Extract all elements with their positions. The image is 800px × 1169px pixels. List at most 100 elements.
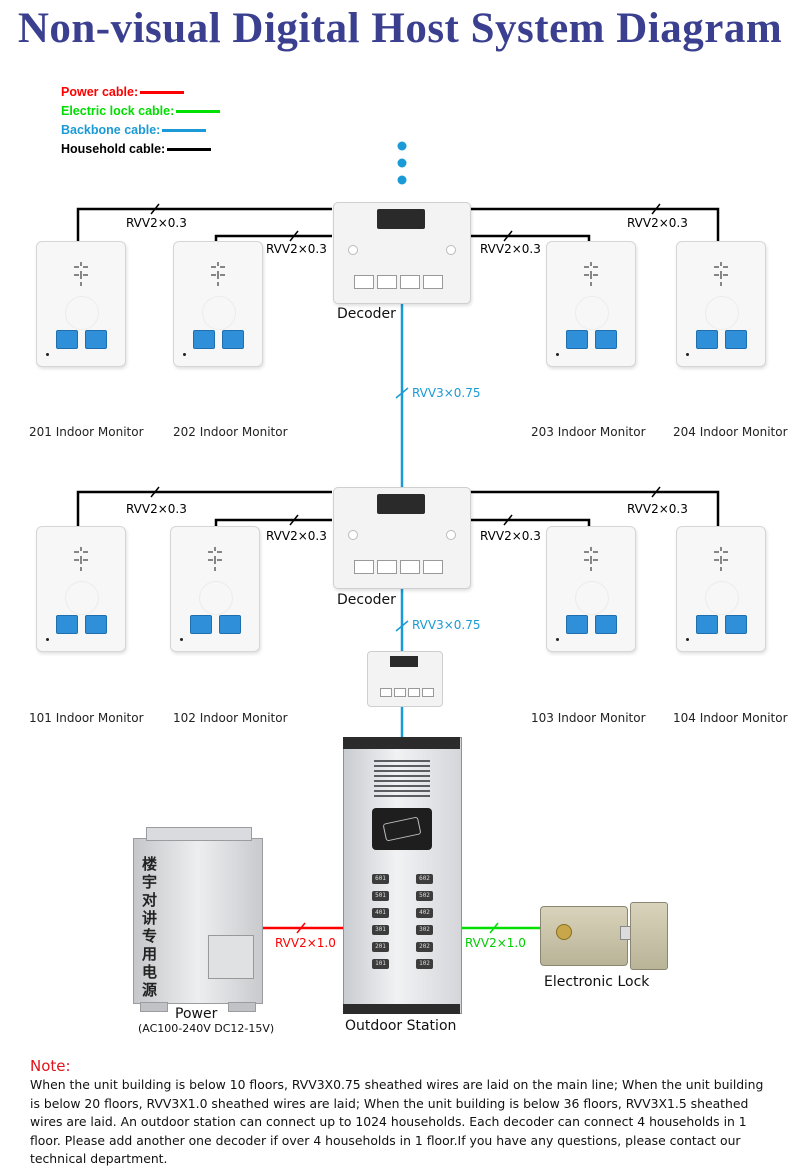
electronic-lock [540,900,668,970]
continuation-dot [397,175,407,185]
power-cable-label: RVV2×1.0 [275,936,336,950]
keypad-key: 101 [372,959,389,969]
legend-lock-label: Electric lock cable: [61,104,175,118]
keypad-key: 602 [416,874,433,884]
note-body: When the unit building is below 10 floor… [30,1077,764,1167]
legend-power: Power cable: [61,85,185,99]
call-button [56,330,78,349]
key-cylinder-icon [556,924,572,940]
keypad-key: 601 [372,874,389,884]
indoor-monitor-203 [546,241,636,367]
unlock-button [595,330,617,349]
household-cable [470,207,720,243]
cable-tick [289,230,299,242]
indicator-led [46,638,49,641]
card-icon [382,816,422,842]
unlock-button [725,615,747,634]
speaker-icon [74,262,88,286]
speaker-icon [74,547,88,571]
speaker-icon [584,262,598,286]
call-button [696,615,718,634]
speaker-grille [374,760,430,800]
keypad-key: 301 [372,925,389,935]
indoor-monitor-102 [170,526,260,652]
cable-tick [503,514,513,526]
unlock-button [595,615,617,634]
diagram-title: Non-visual Digital Host System Diagram [17,5,783,52]
speaker-icon [714,547,728,571]
lock-label: Electronic Lock [544,974,650,990]
continuation-dot [397,158,407,168]
household-cable [470,518,591,527]
cable-tick [296,922,306,934]
keypad-key: 401 [372,908,389,918]
keypad-key: 502 [416,891,433,901]
keypad-key: 302 [416,925,433,935]
power-label: Power [175,1006,218,1022]
indoor-monitor-104 [676,526,766,652]
legend-household: Household cable: [61,142,212,156]
call-button [696,330,718,349]
legend-power-label: Power cable: [61,85,139,99]
indicator-led [686,638,689,641]
call-button [193,330,215,349]
decoder-lower [333,487,471,589]
decoder-label: Decoder [337,592,396,608]
indicator-led [556,638,559,641]
decoder-label: Decoder [337,306,396,322]
cable-tick [289,514,299,526]
indicator-led [556,353,559,356]
cable-tick [395,387,409,399]
terminal-block [354,275,450,291]
cable-label: RVV2×0.3 [266,529,327,543]
power-brand-text: 楼宇对讲专用电源 [142,855,158,999]
monitor-label: 204 Indoor Monitor [673,425,788,439]
legend-power-swatch [140,91,185,95]
cable-label: RVV2×0.3 [126,216,187,230]
household-cable [470,234,591,243]
lock-cable-label: RVV2×1.0 [465,936,526,950]
connector [377,209,425,229]
cable-tick [651,203,661,215]
monitor-label: 104 Indoor Monitor [673,711,788,725]
monitor-label: 202 Indoor Monitor [173,425,288,439]
unlock-button [85,330,107,349]
keypad-key: 102 [416,959,433,969]
backbone-label: RVV3×0.75 [412,386,481,400]
indoor-monitor-101 [36,526,126,652]
cable-label: RVV2×0.3 [627,216,688,230]
terminal-block [354,560,450,576]
small-decoder [367,651,443,707]
connector [377,494,425,514]
cable-tick [150,203,160,215]
continuation-dot [397,141,407,151]
household-cable [76,490,332,527]
cable-label: RVV2×0.3 [126,502,187,516]
indicator-led [686,353,689,356]
call-button [56,615,78,634]
cable-tick [489,922,499,934]
monitor-label: 101 Indoor Monitor [29,711,144,725]
unlock-button [219,615,241,634]
indicator-led [183,353,186,356]
unlock-button [725,330,747,349]
cable-tick [395,620,409,632]
call-button [190,615,212,634]
power-supply: 楼宇对讲专用电源 [133,827,263,1012]
backbone-label: RVV3×0.75 [412,618,481,632]
keypad-key: 202 [416,942,433,952]
legend-lock-swatch [176,110,221,114]
indicator-led [180,638,183,641]
legend-household-label: Household cable: [61,142,166,156]
legend-backbone-label: Backbone cable: [61,123,161,137]
unlock-button [85,615,107,634]
cable-label: RVV2×0.3 [627,502,688,516]
legend-backbone: Backbone cable: [61,123,207,137]
power-spec: (AC100-240V DC12-15V) [138,1022,275,1035]
indoor-monitor-103 [546,526,636,652]
cable-label: RVV2×0.3 [480,242,541,256]
legend-backbone-swatch [162,129,207,133]
cable-label: RVV2×0.3 [266,242,327,256]
speaker-icon [714,262,728,286]
